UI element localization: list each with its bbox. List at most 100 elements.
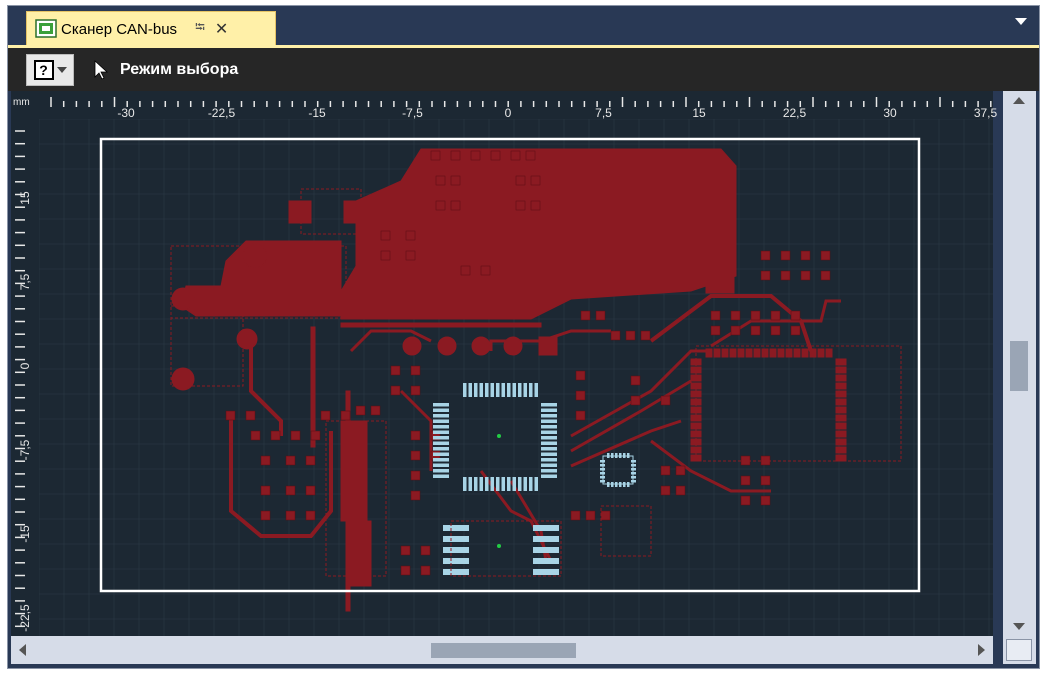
smd-pad (285, 485, 296, 496)
module-pad (801, 348, 809, 358)
module-pad (835, 454, 847, 462)
ruler-x-label: 22,5 (783, 106, 807, 120)
ic-pin (533, 525, 559, 531)
ic-pin (433, 447, 449, 451)
ic-pin (533, 569, 559, 575)
scrollbar-corner (1003, 636, 1036, 664)
ic-pin (611, 453, 614, 458)
smd-pad (515, 200, 526, 211)
copper-layer (170, 148, 902, 612)
trace (570, 349, 711, 438)
smd-pad (510, 150, 521, 161)
ic-pin (615, 482, 618, 487)
ruler-x-label: -22,5 (208, 106, 236, 120)
smd-pad (780, 250, 791, 261)
ic-pin (541, 436, 557, 440)
ruler-x-label: 7,5 (595, 106, 612, 120)
ic-pin (541, 403, 557, 407)
ic-pin (541, 419, 557, 423)
smd-pad (660, 485, 671, 496)
ic-pin (541, 441, 557, 445)
smd-pad (405, 230, 416, 241)
pad (503, 336, 523, 356)
smd-pad (575, 410, 586, 421)
smd-pad (320, 410, 331, 421)
smd-pad (530, 175, 541, 186)
ruler-y-label: -22,5 (18, 604, 32, 632)
ic-pin (463, 383, 467, 397)
smd-pad (575, 370, 586, 381)
board-outline (99, 137, 921, 593)
ic-pin (619, 453, 622, 458)
tab-list-dropdown-icon[interactable] (1015, 18, 1027, 25)
ic-pin (433, 419, 449, 423)
scroll-right-icon[interactable] (978, 644, 985, 656)
smd-pad (490, 150, 501, 161)
help-dropdown-button[interactable]: ? (26, 53, 74, 86)
document-window: Сканер CAN-bus ⭾ ✕ ? Режим выбора (7, 5, 1040, 669)
smd-pad (290, 430, 301, 441)
horizontal-scrollbar[interactable] (11, 636, 993, 664)
pad (402, 336, 422, 356)
module-pad (835, 374, 847, 382)
module-pad (721, 348, 729, 358)
ic-pin (433, 441, 449, 445)
smd-pad (530, 200, 541, 211)
chevron-down-icon (56, 66, 67, 73)
soic-chip-left (443, 525, 469, 575)
module-pad (777, 348, 785, 358)
trace (340, 322, 542, 328)
ic-pin (541, 414, 557, 418)
ic-pin (501, 477, 505, 491)
ic-pin (600, 460, 605, 463)
ic-pin (600, 472, 605, 475)
pin-icon[interactable]: ⭾ (195, 19, 205, 34)
smd-pad (740, 495, 751, 506)
module-pad (713, 348, 721, 358)
smd-pad (460, 265, 471, 276)
scroll-left-icon[interactable] (19, 644, 26, 656)
trace (649, 294, 813, 352)
module-pad (761, 348, 769, 358)
smd-pad (585, 510, 596, 521)
trace (229, 416, 333, 538)
ic-pin (541, 469, 557, 473)
scroll-up-icon[interactable] (1013, 97, 1025, 104)
vertical-scrollbar[interactable] (1003, 91, 1036, 636)
tab-can-bus-scanner[interactable]: Сканер CAN-bus ⭾ ✕ (26, 11, 276, 46)
pad (343, 200, 367, 224)
smd-pad (790, 325, 801, 336)
close-icon[interactable]: ✕ (214, 21, 229, 38)
vertical-scroll-thumb[interactable] (1010, 341, 1028, 391)
select-mode-button[interactable]: Режим выбора (92, 59, 238, 80)
trace (350, 520, 372, 587)
ic-pin (468, 477, 472, 491)
ic-pin (623, 453, 626, 458)
module-pad (825, 348, 833, 358)
tab-strip: Сканер CAN-bus ⭾ ✕ (8, 6, 1039, 46)
module-pad (835, 414, 847, 422)
ic-pin (433, 425, 449, 429)
horizontal-scroll-thumb[interactable] (431, 643, 576, 658)
smd-pad (600, 510, 611, 521)
ruler-y-label: 7,5 (18, 273, 32, 290)
ruler-x-label: 0 (505, 106, 512, 120)
scroll-down-icon[interactable] (1013, 623, 1025, 630)
pad (288, 200, 312, 224)
smd-pad (380, 250, 391, 261)
ruler-y-label: -15 (18, 525, 32, 543)
ic-pin (600, 480, 605, 483)
ic-pin (507, 477, 511, 491)
smd-pad (750, 310, 761, 321)
ic-pin (533, 536, 559, 542)
smd-pad (710, 325, 721, 336)
ic-layer (433, 383, 636, 575)
ic-pin (534, 477, 538, 491)
smd-pad (410, 365, 421, 376)
pad (471, 336, 491, 356)
ic-pin (541, 458, 557, 462)
ic-pin (523, 383, 527, 397)
smd-pad (730, 310, 741, 321)
